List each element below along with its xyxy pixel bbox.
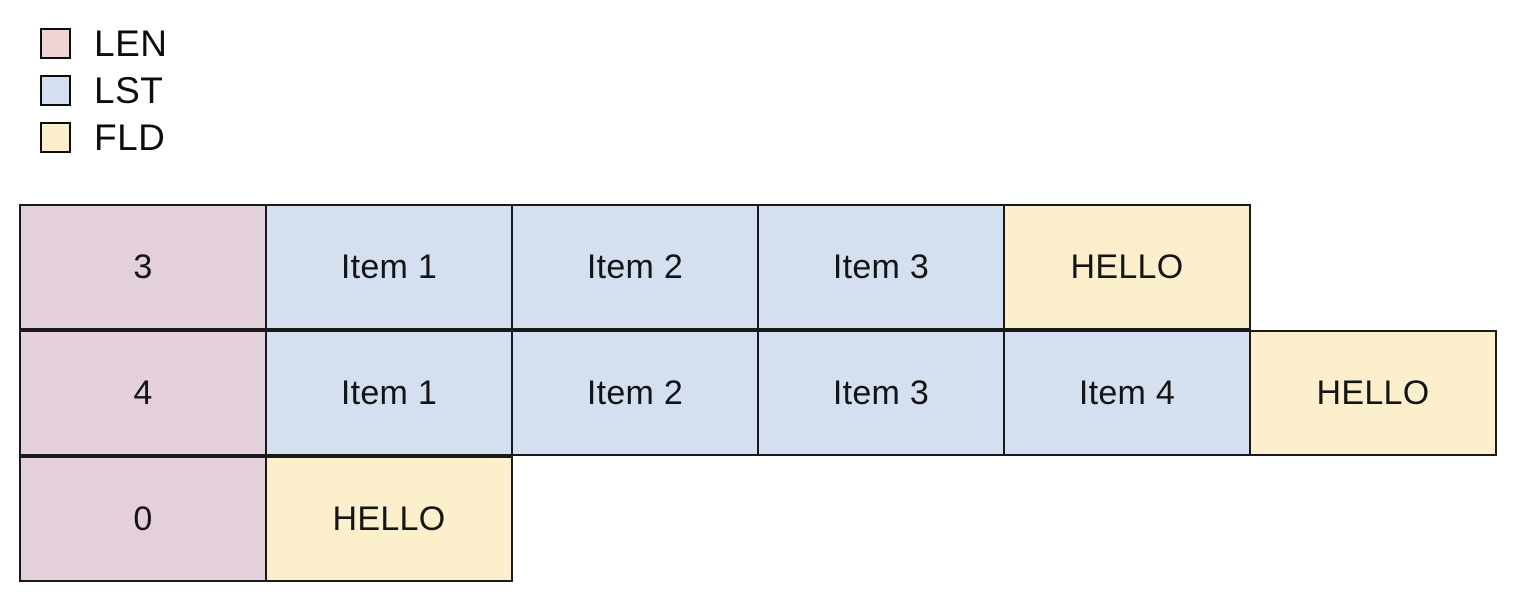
legend-swatch-len xyxy=(40,28,71,59)
legend-label-len: LEN xyxy=(94,23,168,64)
table-cell-len: 0 xyxy=(19,456,267,582)
legend-item-len: LEN xyxy=(40,23,440,64)
legend-item-lst: LST xyxy=(40,70,440,111)
table-cell-lst: Item 4 xyxy=(1003,330,1251,456)
legend-item-fld: FLD xyxy=(40,117,440,158)
legend-swatch-fld xyxy=(40,122,71,153)
table-cell-lst: Item 1 xyxy=(265,204,513,330)
table-cell-lst: Item 2 xyxy=(511,204,759,330)
table-cell-lst: Item 3 xyxy=(757,330,1005,456)
table-cell-fld: HELLO xyxy=(265,456,513,582)
legend: LEN LST FLD xyxy=(40,23,440,167)
table-cell-lst: Item 3 xyxy=(757,204,1005,330)
table-cell-lst: Item 2 xyxy=(511,330,759,456)
table-cell-len: 3 xyxy=(19,204,267,330)
table-cell-fld: HELLO xyxy=(1003,204,1251,330)
table-cell-len: 4 xyxy=(19,330,267,456)
legend-label-lst: LST xyxy=(94,70,164,111)
legend-swatch-lst xyxy=(40,75,71,106)
legend-label-fld: FLD xyxy=(94,117,166,158)
table-cell-fld: HELLO xyxy=(1249,330,1497,456)
table-cell-lst: Item 1 xyxy=(265,330,513,456)
